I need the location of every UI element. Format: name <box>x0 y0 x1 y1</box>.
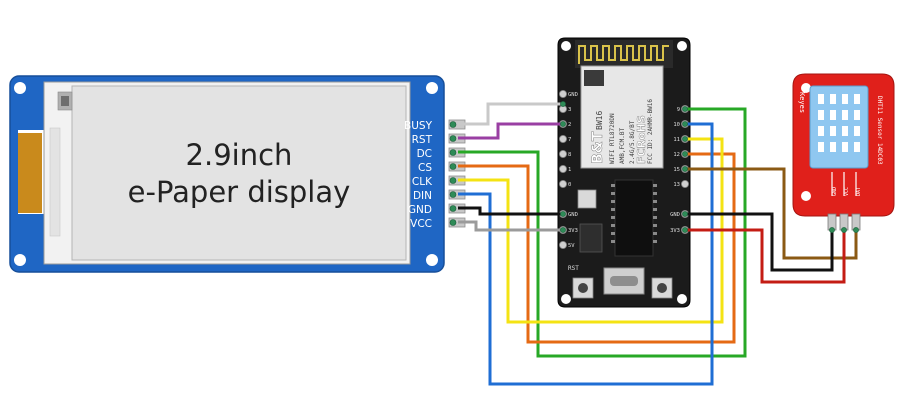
antenna-trace <box>578 45 669 64</box>
sensor-pin-label: VCC <box>844 187 850 196</box>
mcu-pin-label: GND <box>568 92 578 98</box>
mount-hole <box>561 294 571 304</box>
mcu-pin-label: 1 <box>568 167 571 173</box>
wire-yellow <box>458 137 724 324</box>
mount-hole <box>426 82 438 94</box>
mcu-pin-label: 9 <box>677 107 680 113</box>
mount-hole <box>801 83 811 93</box>
epaper-title-line1: 2.9inch <box>186 138 293 172</box>
header-pad <box>449 163 457 170</box>
screen-edge-strip <box>49 127 61 237</box>
sensor-housing <box>809 85 869 169</box>
header-pad <box>449 121 457 128</box>
sensor-brand: Keyes <box>798 92 806 113</box>
mcu-pin-label: 13 <box>673 182 680 188</box>
button-small <box>577 189 597 209</box>
epaper-title-line2: e-Paper display <box>128 175 351 209</box>
mcu-board: B&T BW16 WIFI RTL8720DN AMB,FCM.BT 2.4G/… <box>557 37 691 308</box>
header-pad <box>449 149 457 156</box>
mcu-pin-label: 3V3 <box>568 228 578 234</box>
module-line3: 2.4G/5.8G/BT <box>629 120 636 164</box>
epaper-screen <box>71 85 407 261</box>
wire-sensor-vcc <box>685 228 846 284</box>
mcu-pin-label: 0 <box>568 182 571 188</box>
boot-button-cap <box>657 283 667 293</box>
wire-busy-gray <box>458 102 563 126</box>
screen-connector-pad <box>61 96 69 106</box>
header-pad <box>449 219 457 226</box>
mount-hole <box>801 191 811 201</box>
pin-label-din: DIN <box>413 190 432 202</box>
module-fcc-mark: FCRoHS <box>635 115 648 164</box>
mcu-pin-label: 10 <box>673 122 680 128</box>
wire-sensor-gnd <box>685 212 834 272</box>
mcu-pin-label: 15 <box>673 167 680 173</box>
mount-hole <box>561 41 571 51</box>
mount-hole <box>677 294 687 304</box>
rst-label: RST <box>568 265 579 272</box>
header-pad <box>449 135 457 142</box>
mcu-pin-label: 12 <box>673 152 680 158</box>
dht11-sensor: Keyes DHT11 Sensor 14DC03 GND VCC DAT <box>792 73 895 231</box>
module-model: BW16 <box>595 111 604 130</box>
module-line4: FCC ID: 2AHMR-BW16 <box>647 99 654 164</box>
wire-green <box>458 107 747 358</box>
wires <box>458 102 858 386</box>
module-line1: WIFI RTL8720DN <box>609 113 616 164</box>
mount-hole <box>14 254 26 266</box>
wire-gnd-black <box>458 206 563 216</box>
mcu-pin-label: 2 <box>568 122 571 128</box>
mcu-pin-label: GND <box>670 212 680 218</box>
wire-purple <box>458 122 563 140</box>
usb-c-opening <box>610 276 638 286</box>
reset-button-cap <box>578 283 588 293</box>
usb-serial-chip <box>614 179 654 257</box>
pin-label-dc: DC <box>417 148 432 160</box>
mcu-pin-label: 3V3 <box>670 228 680 234</box>
mcu-pin-label: 7 <box>568 137 571 143</box>
fpc-ribbon <box>18 133 42 213</box>
pin-label-cs: CS <box>418 162 432 174</box>
wire-vcc-gray <box>458 220 563 232</box>
mount-hole <box>677 41 687 51</box>
module-chip <box>584 70 604 86</box>
wire-blue <box>458 122 714 386</box>
sensor-pin-label: DAT <box>856 187 862 196</box>
pin-label-gnd: GND <box>408 204 432 216</box>
epaper-module: 2.9inch e-Paper display BUSY RST DC CS C… <box>9 75 466 273</box>
mcu-pin-label: 11 <box>673 137 680 143</box>
pin-label-busy: BUSY <box>404 120 433 132</box>
sensor-name: DHT11 Sensor 14DC03 <box>876 96 883 165</box>
pin-label-rst: RST <box>412 134 433 146</box>
mcu-pin-label: GND <box>568 212 578 218</box>
antenna-area <box>575 40 673 68</box>
mcu-pin-label: 5V <box>568 243 575 249</box>
pin-label-clk: CLK <box>412 176 433 188</box>
regulator <box>579 223 603 253</box>
mount-hole <box>14 82 26 94</box>
mount-hole <box>426 254 438 266</box>
module-line2: AMB,FCM.BT <box>619 127 626 164</box>
pin-label-vcc: VCC <box>410 218 432 230</box>
header-pad <box>449 205 457 212</box>
wire-dat-brown <box>685 167 858 260</box>
header-pad <box>449 177 457 184</box>
wire-orange <box>458 152 736 344</box>
sensor-pin-label: GND <box>832 187 838 196</box>
mcu-pin-label: 8 <box>568 152 571 158</box>
header-pad <box>449 191 457 198</box>
mcu-pin-label: 3 <box>568 107 571 113</box>
module-brand: B&T <box>590 131 606 164</box>
